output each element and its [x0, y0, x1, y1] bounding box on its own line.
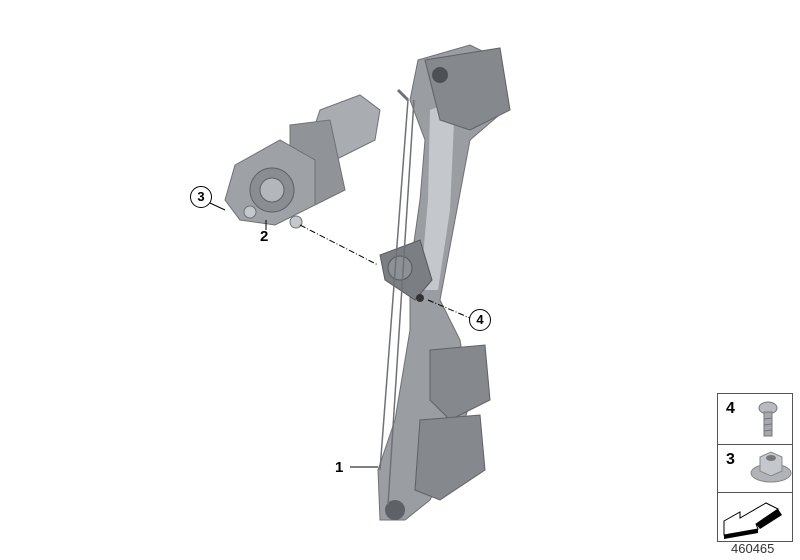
- callout-1: 1: [335, 459, 344, 476]
- arrow-direction-icon: [723, 502, 782, 539]
- callout-2: 2: [260, 228, 269, 245]
- leader-line-3: [209, 202, 226, 211]
- legend-item-nut: 3: [718, 445, 792, 493]
- window-regulator-rail: [377, 44, 511, 521]
- legend-number: 3: [726, 451, 735, 468]
- legend-number: 4: [726, 400, 735, 417]
- legend-item-screw: 4: [718, 394, 792, 445]
- callout-4: 4: [469, 309, 491, 331]
- screw-icon: [758, 401, 778, 437]
- diagram-number: 460465: [731, 541, 775, 556]
- flange-nut-icon: [750, 451, 792, 483]
- leader-line-axis: [299, 224, 379, 266]
- callout-3: 3: [190, 186, 212, 208]
- legend-item-direction: [718, 493, 792, 540]
- leader-line-4: [427, 299, 471, 319]
- fastener-legend: 4 3: [717, 393, 793, 542]
- window-motor: [224, 94, 381, 229]
